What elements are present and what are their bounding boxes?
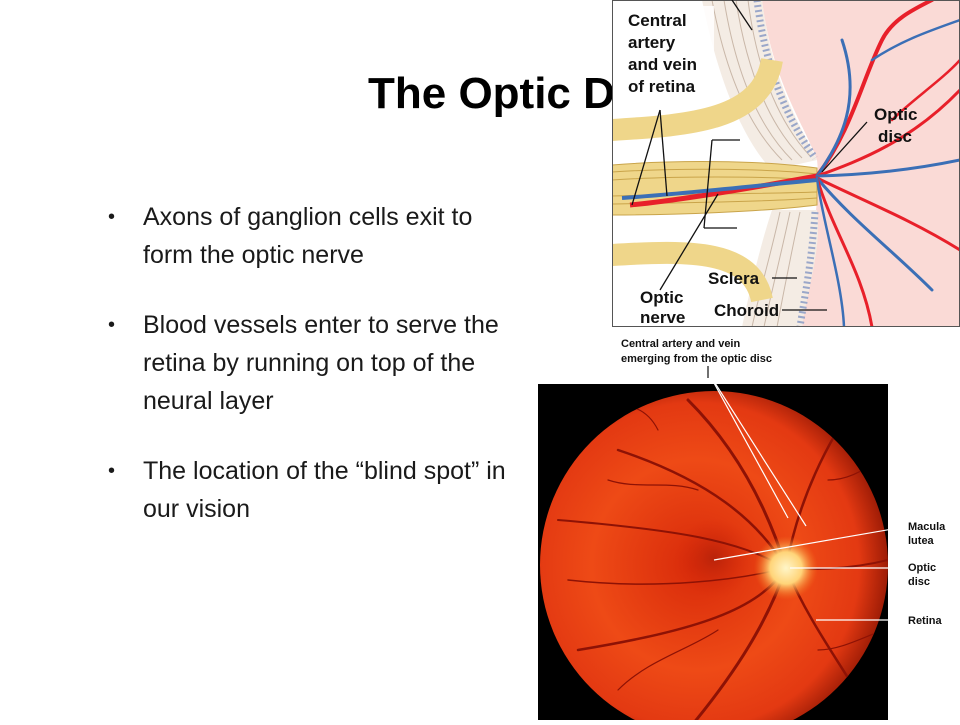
- label-central-artery-1: Central: [628, 11, 687, 30]
- label-fundus-optic-1: Optic: [908, 562, 936, 574]
- fundus-photo-figure: Central artery and vein emerging from th…: [538, 330, 960, 725]
- fundus-photo-svg: Central artery and vein emerging from th…: [538, 330, 960, 725]
- bullet-dot-icon: •: [108, 314, 116, 336]
- label-central-artery-4: of retina: [628, 77, 696, 96]
- optic-disc-diagram: Central artery and vein of retina Optic …: [611, 0, 960, 329]
- bullet-dot-icon: •: [108, 460, 116, 482]
- label-sclera: Sclera: [708, 269, 760, 288]
- bullet-dot-icon: •: [108, 206, 116, 228]
- bullet-item: • Blood vessels enter to serve the retina…: [104, 306, 524, 420]
- label-retina: Retina: [908, 615, 943, 627]
- label-fundus-optic-2: disc: [908, 576, 930, 588]
- label-macula-2: lutea: [908, 535, 935, 547]
- bullet-text: Blood vessels enter to serve the retina …: [143, 311, 499, 415]
- fundus-caption-1: Central artery and vein: [621, 338, 740, 350]
- label-optic-nerve-2: nerve: [640, 308, 685, 327]
- bullet-item: • The location of the “blind spot” in our…: [104, 452, 524, 528]
- label-choroid: Choroid: [714, 301, 779, 320]
- bullet-item: • Axons of ganglion cells exit to form th…: [104, 198, 524, 274]
- optic-disc-spot: [754, 536, 818, 600]
- optic-disc-diagram-svg: Central artery and vein of retina Optic …: [611, 0, 960, 329]
- bullet-text: Axons of ganglion cells exit to form the…: [143, 203, 473, 269]
- fundus-caption-2: emerging from the optic disc: [621, 353, 772, 365]
- label-macula-1: Macula: [908, 521, 946, 533]
- bullet-list: • Axons of ganglion cells exit to form th…: [104, 198, 524, 560]
- label-central-artery-3: and vein: [628, 55, 697, 74]
- label-optic-disc-1: Optic: [874, 105, 917, 124]
- label-central-artery-2: artery: [628, 33, 676, 52]
- label-optic-disc-2: disc: [878, 127, 912, 146]
- label-optic-nerve-1: Optic: [640, 288, 683, 307]
- bullet-text: The location of the “blind spot” in our …: [143, 457, 506, 523]
